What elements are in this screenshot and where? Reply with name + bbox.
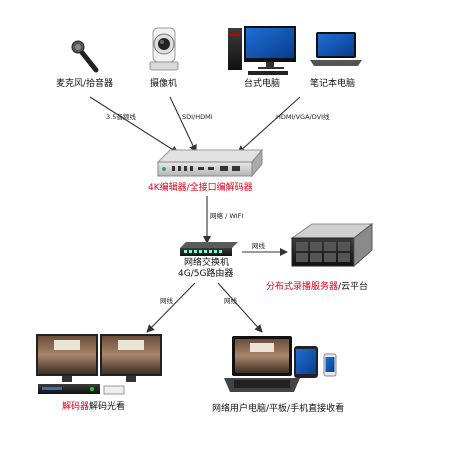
network-switch-icon	[180, 242, 238, 256]
server-label-red: 分布式录播服务器	[266, 282, 339, 292]
connection-arrows	[89, 96, 301, 333]
ptz-camera-icon	[149, 27, 179, 71]
tablet-icon	[294, 346, 318, 378]
microphone-label: 麦克风/拾音器	[56, 79, 114, 89]
switch-label-line2: 4G/5G路由器	[178, 269, 234, 279]
decoder-label: 解码器解码光看	[62, 402, 125, 413]
decoder-monitors-icon	[36, 334, 162, 382]
audio-link-label: 3.5音频线	[106, 113, 136, 121]
decoder-label-red: 解码器	[62, 402, 90, 412]
arrow-switch-to-users	[217, 282, 263, 333]
decoder-label-rest: 解码光看	[89, 402, 126, 412]
encoder-device-icon	[156, 148, 264, 178]
laptop-label: 笔记本电脑	[310, 79, 356, 89]
decoder-link-label: 网线	[160, 297, 173, 305]
desktop-label: 台式电脑	[244, 79, 281, 89]
arrow-computers-to-encoder	[237, 96, 301, 154]
arrow-camera-to-encoder	[169, 96, 197, 153]
network-wifi-label: 网络 / WIFI	[210, 212, 244, 220]
switch-label-line1: 网络交换机	[184, 258, 230, 268]
laptop-icon	[310, 32, 362, 66]
users-link-label: 网线	[224, 297, 237, 305]
camera-label: 摄像机	[150, 79, 178, 89]
recording-server-icon	[290, 222, 374, 268]
arrow-mic-to-encoder	[89, 96, 179, 154]
server-label-rest: /云平台	[338, 282, 369, 292]
user-laptop-icon	[224, 336, 300, 392]
decoder-box-icon	[38, 384, 125, 395]
server-label: 分布式录播服务器/云平台	[266, 282, 368, 293]
desktop-computer-icon	[228, 26, 296, 75]
sdi-link-label: SDI/HDMI	[182, 113, 213, 121]
encoder-label: 4K编辑器/全接口编解码器	[148, 183, 253, 193]
hdmi-link-label: HDMI/VGA/DVI线	[276, 113, 330, 121]
users-label: 网络用户电脑/平板/手机直接收看	[212, 404, 345, 414]
phone-icon	[323, 353, 337, 377]
server-link-label: 网线	[252, 242, 265, 250]
arrow-switch-to-decoder	[146, 282, 196, 333]
microphone-icon	[71, 40, 99, 73]
